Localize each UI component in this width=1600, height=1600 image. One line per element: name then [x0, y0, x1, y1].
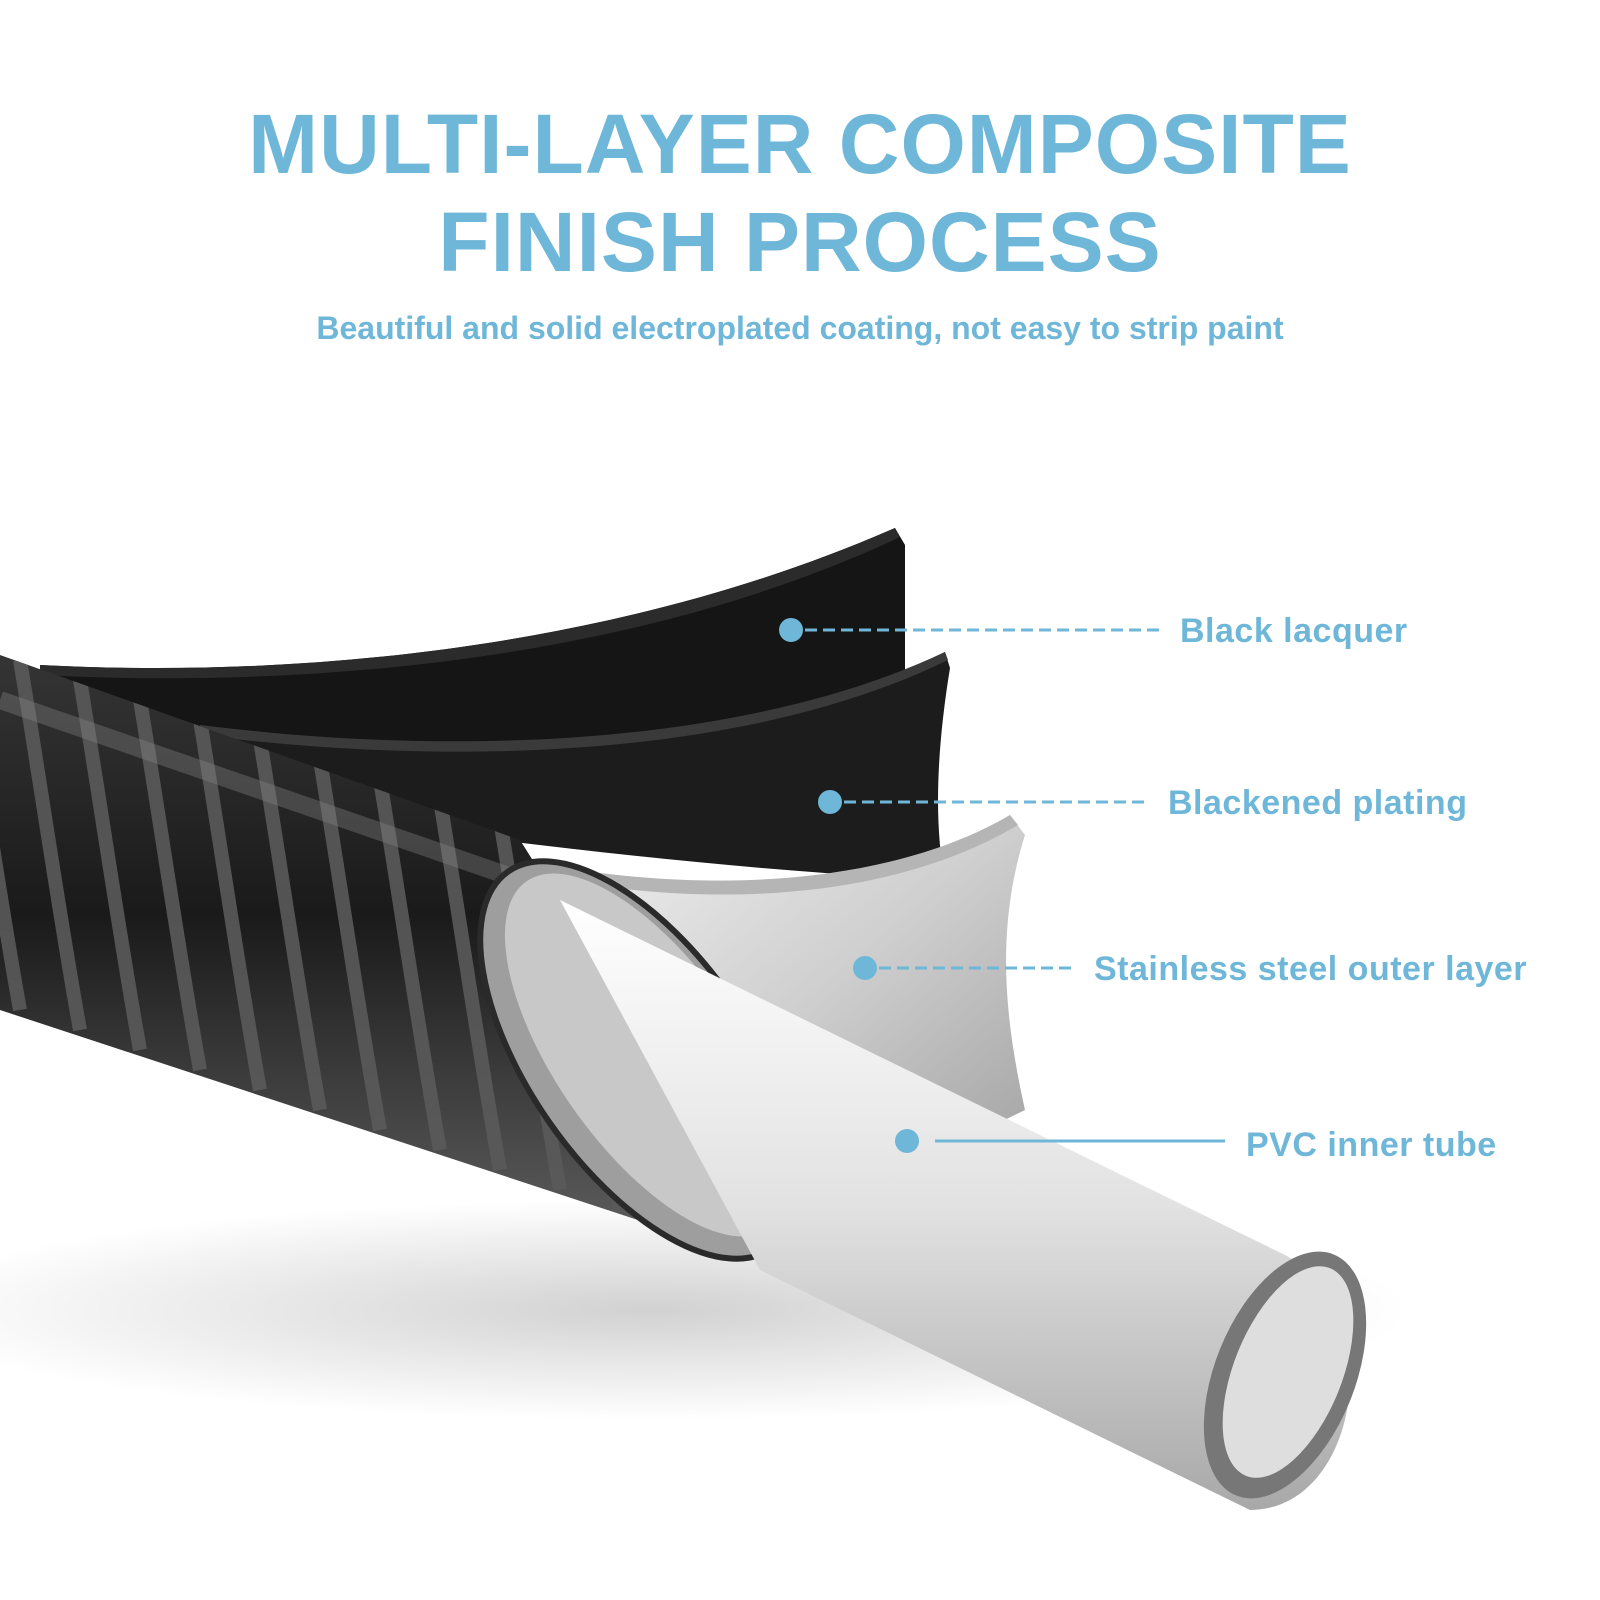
- callout-dot-black-lacquer: [779, 618, 803, 642]
- pvc-tube-end-hole: [1222, 1266, 1354, 1478]
- callout-dot-stainless-steel: [853, 956, 877, 980]
- callout-dot-pvc-inner-tube: [895, 1129, 919, 1153]
- label-blackened-plating: Blackened plating: [1168, 784, 1468, 822]
- page-subtitle: Beautiful and solid electroplated coatin…: [316, 310, 1284, 346]
- page-title-line-2: FINISH PROCESS: [438, 195, 1162, 289]
- pvc-inner-tube: [560, 900, 1350, 1510]
- label-black-lacquer: Black lacquer: [1180, 612, 1408, 650]
- page-title-line-1: MULTI-LAYER COMPOSITE: [248, 97, 1352, 191]
- label-stainless-steel-outer-layer: Stainless steel outer layer: [1094, 950, 1528, 988]
- callout-dot-blackened-plating: [818, 790, 842, 814]
- label-pvc-inner-tube: PVC inner tube: [1246, 1126, 1497, 1164]
- callouts: [779, 618, 1225, 1153]
